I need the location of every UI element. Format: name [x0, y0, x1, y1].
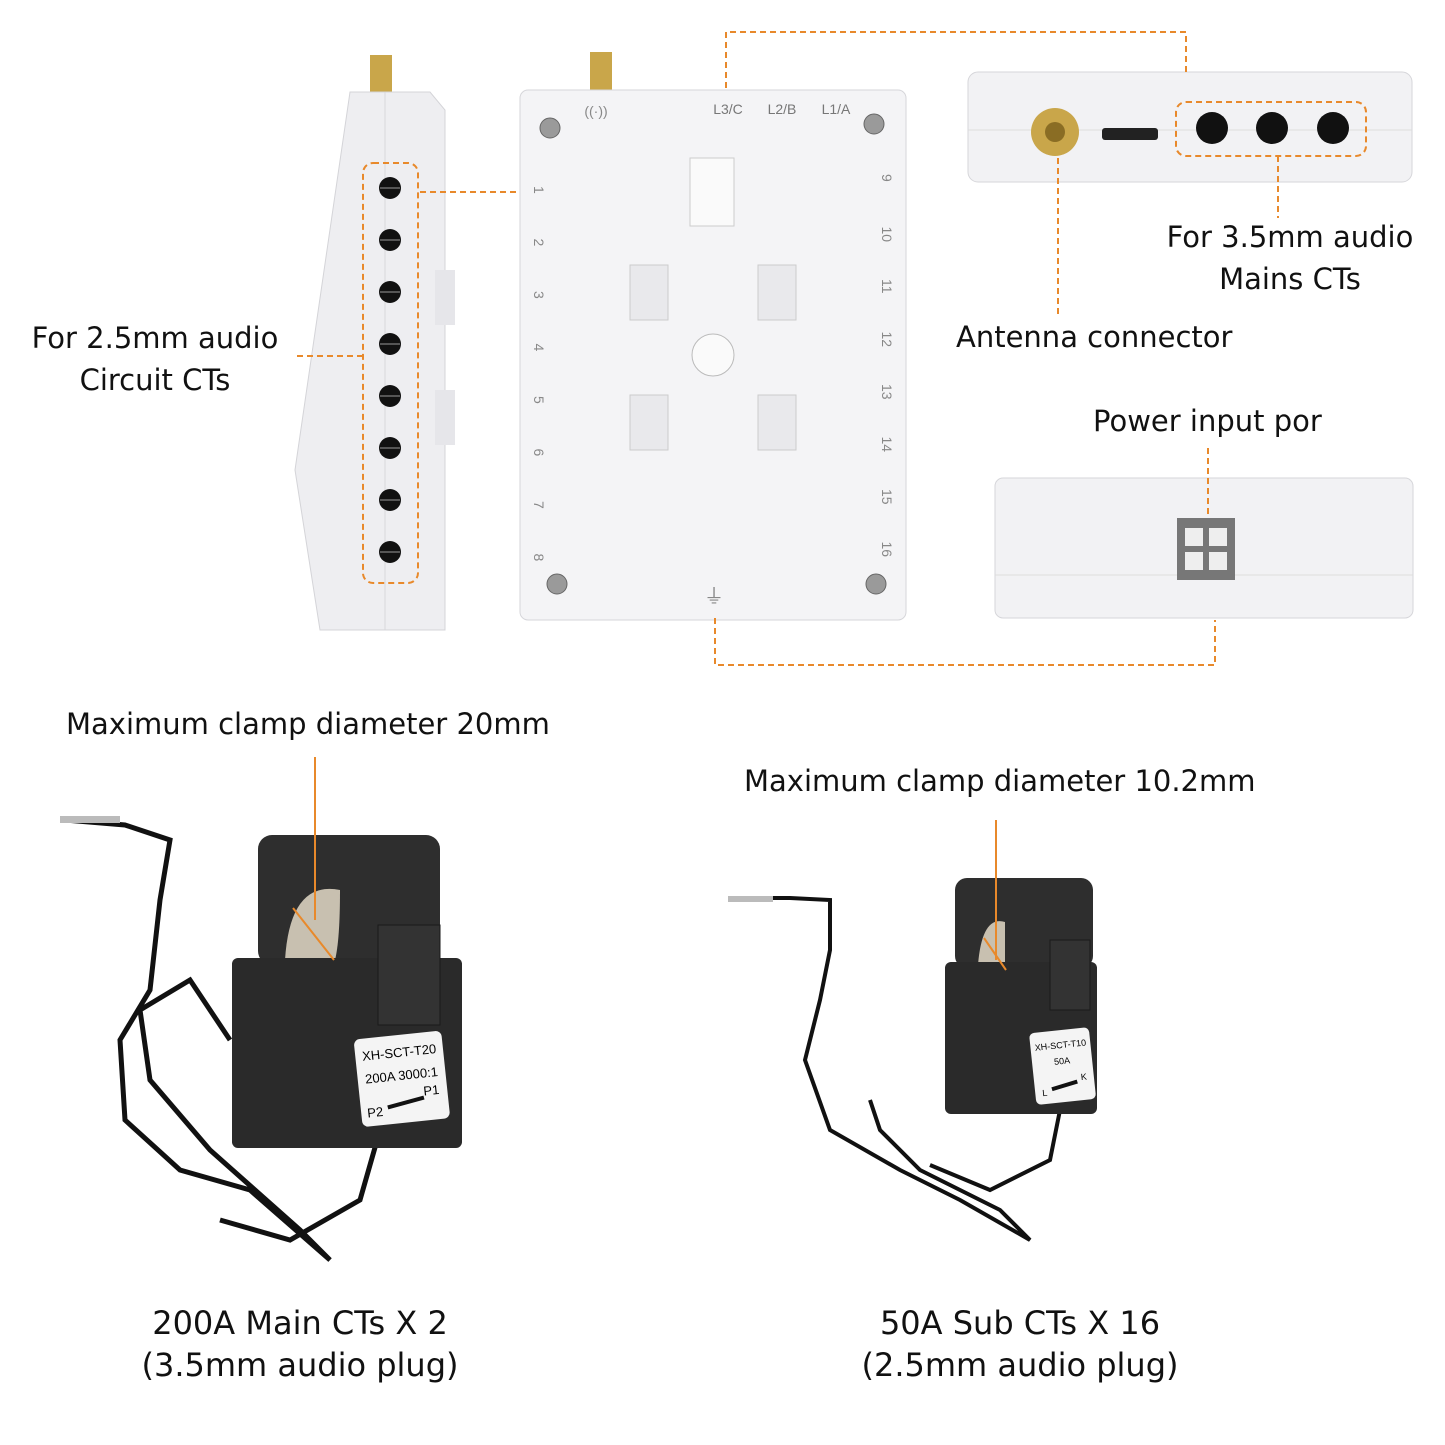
channel-label: 7: [531, 501, 547, 509]
channel-label: 1: [531, 186, 547, 194]
ct-main-caption-line2: (3.5mm audio plug): [141, 1346, 459, 1384]
channel-label: 9: [879, 174, 895, 182]
phase-label: L3/C: [713, 101, 743, 117]
device-back-plate: ((·)) ⏚ L3/C L2/B L1/A 1 9 2 10 3 11 4 12 5 13 6 14 7 1…: [519, 52, 907, 621]
mains-cts-line2: Mains CTs: [1219, 262, 1361, 296]
ct-sub-rating: 50A: [1054, 1055, 1071, 1067]
device-side-view: [294, 55, 455, 631]
power-annotation: Power input por: [1093, 404, 1322, 438]
ct-main-200a: XH-SCT-T20 200A 3000:1 P1 P2: [60, 757, 462, 1262]
ct-main-caption: 200A Main CTs X 2 (3.5mm audio plug): [95, 1302, 505, 1386]
channel-label: 4: [531, 344, 547, 352]
device-power-view: [994, 477, 1414, 619]
circuit-cts-line1: For 2.5mm audio: [31, 321, 279, 355]
ct-main-p2: P2: [366, 1104, 383, 1121]
channel-label: 15: [879, 489, 895, 505]
channel-label: 14: [879, 437, 895, 453]
antenna-annotation: Antenna connector: [956, 320, 1233, 354]
phase-label: L2/B: [768, 101, 797, 117]
channel-label: 8: [531, 554, 547, 562]
ct-sub-caption-line1: 50A Sub CTs X 16: [879, 1304, 1161, 1342]
mains-cts-annotation: For 3.5mm audio Mains CTs: [1160, 216, 1420, 300]
ct-sub-caption-line2: (2.5mm audio plug): [861, 1346, 1179, 1384]
svg-text:((·)): ((·)): [584, 103, 607, 119]
phase-label: L1/A: [822, 101, 851, 117]
svg-text:⏚: ⏚: [704, 586, 724, 608]
channel-label: 13: [879, 384, 895, 400]
ct-main-p1: P1: [423, 1082, 440, 1099]
ct-sub-50a: XH-SCT-T10 50A L K: [728, 820, 1097, 1242]
ct-main-caption-line1: 200A Main CTs X 2: [152, 1304, 448, 1342]
channel-label: 5: [531, 396, 547, 404]
ct-sub-caption: 50A Sub CTs X 16 (2.5mm audio plug): [815, 1302, 1225, 1386]
leader-lines: [297, 31, 1279, 666]
channel-label: 12: [879, 332, 895, 348]
clamp-small-annotation: Maximum clamp diameter 10.2mm: [744, 764, 1256, 798]
channel-label: 2: [531, 239, 547, 247]
channel-label: 10: [879, 227, 895, 243]
clamp-large-annotation: Maximum clamp diameter 20mm: [66, 707, 550, 741]
channel-label: 11: [879, 279, 895, 294]
channel-label: 6: [531, 449, 547, 457]
circuit-cts-annotation: For 2.5mm audio Circuit CTs: [25, 317, 285, 401]
circuit-cts-line2: Circuit CTs: [79, 363, 231, 397]
mains-cts-line1: For 3.5mm audio: [1166, 220, 1414, 254]
ct-sub-k: K: [1080, 1072, 1087, 1083]
channel-label: 3: [531, 291, 547, 299]
channel-label: 16: [879, 542, 895, 558]
device-top-view: [967, 71, 1413, 183]
ct-sub-l: L: [1042, 1088, 1048, 1098]
